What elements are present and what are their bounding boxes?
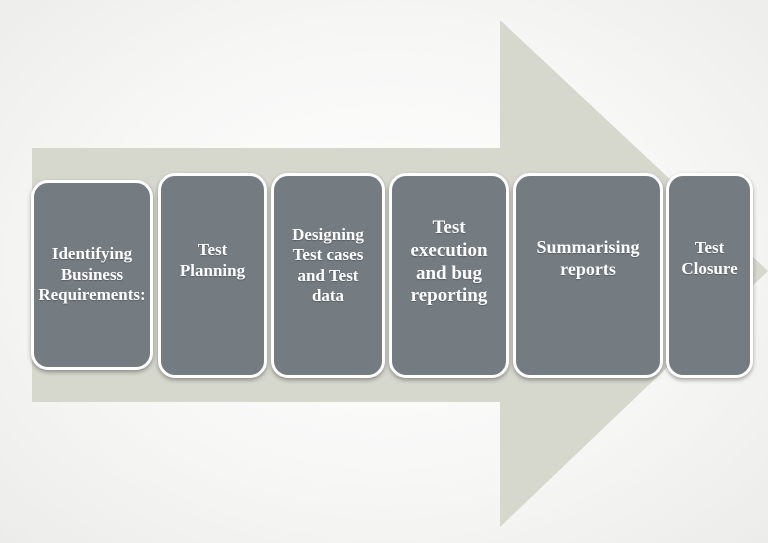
step-label: Test execution and bug reporting bbox=[410, 216, 488, 307]
step-summarising-reports: Summarising reports bbox=[513, 173, 663, 378]
step-label: Identifying Business Requirements: bbox=[38, 244, 146, 305]
step-label: Test Closure bbox=[681, 238, 738, 278]
step-test-planning: Test Planning bbox=[158, 173, 267, 378]
step-test-closure: Test Closure bbox=[666, 173, 753, 378]
step-identifying-business-requirements: Identifying Business Requirements: bbox=[31, 180, 153, 370]
step-label: Summarising reports bbox=[536, 236, 640, 279]
step-test-execution: Test execution and bug reporting bbox=[389, 173, 509, 378]
step-designing-test-cases: Designing Test cases and Test data bbox=[271, 173, 385, 378]
step-label: Test Planning bbox=[179, 240, 246, 280]
step-label: Designing Test cases and Test data bbox=[292, 224, 364, 305]
